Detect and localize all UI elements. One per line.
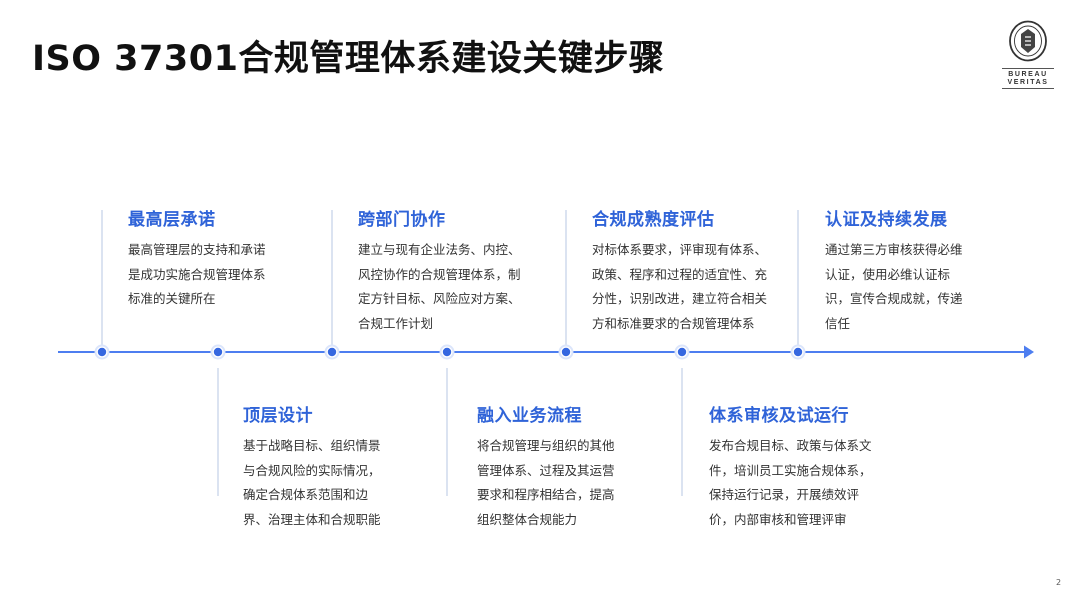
step-title: 顶层设计 xyxy=(243,406,313,426)
step-desc-line: 组织整体合规能力 xyxy=(477,511,578,527)
step-title: 体系审核及试运行 xyxy=(709,406,849,426)
step-desc-line: 识，宣传合规成就，传递 xyxy=(825,291,963,307)
step-description: 发布合规目标、政策与体系文 件，培训员工实施合规体系， 保持运行记录，开展绩效评… xyxy=(709,434,929,532)
step-desc-line: 标准的关键所在 xyxy=(128,291,216,307)
page-title: ISO 37301合规管理体系建设关键步骤 xyxy=(32,39,665,79)
step-desc-line: 管理体系、过程及其运营 xyxy=(477,462,615,478)
step-desc-line: 基于战略目标、组织情景 xyxy=(243,438,381,453)
step-title: 认证及持续发展 xyxy=(825,210,948,230)
step-title: 融入业务流程 xyxy=(477,406,582,426)
step-desc-line: 件，培训员工实施合规体系， xyxy=(709,462,872,478)
step-desc-line: 界、治理主体和合规职能 xyxy=(243,511,381,527)
step-desc-line: 风控协作的合规管理体系，制 xyxy=(358,266,521,282)
step-5: 合规成熟度评估 对标体系要求，评审现有体系、 政策、程序和过程的适宜性、充 分性… xyxy=(592,205,812,336)
step-7: 认证及持续发展 通过第三方审核获得必维 认证，使用必维认证标 识，宣传合规成就，… xyxy=(825,205,1045,336)
step-4: 融入业务流程 将合规管理与组织的其他 管理体系、过程及其运营 要求和程序相结合，… xyxy=(477,401,697,532)
step-desc-line: 要求和程序相结合，提高 xyxy=(477,487,615,503)
step-desc-line: 政策、程序和过程的适宜性、充 xyxy=(592,266,768,282)
logo-text-veritas: VERITAS xyxy=(1002,78,1054,89)
timeline-arrowhead xyxy=(1024,345,1034,359)
step-6: 体系审核及试运行 发布合规目标、政策与体系文 件，培训员工实施合规体系， 保持运… xyxy=(709,401,929,532)
step-1: 最高层承诺 最高管理层的支持和承诺 是成功实施合规管理体系 标准的关键所在 xyxy=(128,205,348,312)
step-desc-line: 建立与现有企业法务、内控、 xyxy=(358,242,521,257)
step-2: 顶层设计 基于战略目标、组织情景 与合规风险的实际情况， 确定合规体系范围和边 … xyxy=(243,401,463,532)
step-description: 将合规管理与组织的其他 管理体系、过程及其运营 要求和程序相结合，提高 组织整体… xyxy=(477,434,697,532)
timeline-node-dot xyxy=(561,347,571,357)
step-desc-line: 将合规管理与组织的其他 xyxy=(477,438,615,453)
step-desc-line: 信任 xyxy=(825,315,851,331)
step-desc-line: 方和标准要求的合规管理体系 xyxy=(592,315,755,331)
timeline-node-dot xyxy=(793,347,803,357)
step-desc-line: 价，内部审核和管理评审 xyxy=(709,511,847,527)
timeline-node-dot xyxy=(213,347,223,357)
step-desc-line: 对标体系要求，评审现有体系、 xyxy=(592,242,768,257)
step-description: 对标体系要求，评审现有体系、 政策、程序和过程的适宜性、充 分性，识别改进，建立… xyxy=(592,238,812,336)
step-desc-line: 确定合规体系范围和边 xyxy=(243,487,369,503)
timeline-node-dot xyxy=(677,347,687,357)
step-description: 基于战略目标、组织情景 与合规风险的实际情况， 确定合规体系范围和边 界、治理主… xyxy=(243,434,463,532)
page-number: 2 xyxy=(1056,578,1062,587)
step-desc-line: 是成功实施合规管理体系 xyxy=(128,266,266,282)
step-3: 跨部门协作 建立与现有企业法务、内控、 风控协作的合规管理体系，制 定方针目标、… xyxy=(358,205,578,336)
step-desc-line: 与合规风险的实际情况， xyxy=(243,462,381,478)
timeline-node-dot xyxy=(327,347,337,357)
timeline-node-dot xyxy=(442,347,452,357)
step-desc-line: 最高管理层的支持和承诺 xyxy=(128,242,266,257)
step-description: 通过第三方审核获得必维 认证，使用必维认证标 识，宣传合规成就，传递 信任 xyxy=(825,238,1045,336)
step-desc-line: 发布合规目标、政策与体系文 xyxy=(709,438,872,453)
step-desc-line: 定方针目标、风险应对方案、 xyxy=(358,291,521,307)
step-desc-line: 保持运行记录，开展绩效评 xyxy=(709,487,860,503)
step-description: 最高管理层的支持和承诺 是成功实施合规管理体系 标准的关键所在 xyxy=(128,238,348,312)
timeline-node-dot xyxy=(97,347,107,357)
step-desc-line: 合规工作计划 xyxy=(358,315,434,331)
step-title: 跨部门协作 xyxy=(358,210,446,230)
step-title: 合规成熟度评估 xyxy=(592,210,715,230)
step-desc-line: 通过第三方审核获得必维 xyxy=(825,242,963,257)
step-description: 建立与现有企业法务、内控、 风控协作的合规管理体系，制 定方针目标、风险应对方案… xyxy=(358,238,578,336)
logo-text-bureau: BUREAU xyxy=(1002,68,1054,79)
bureau-veritas-logo: BUREAU VERITAS xyxy=(1002,20,1058,89)
seal-icon xyxy=(1009,20,1047,62)
step-title: 最高层承诺 xyxy=(128,210,216,230)
step-desc-line: 分性，识别改进，建立符合相关 xyxy=(592,291,768,307)
step-desc-line: 认证，使用必维认证标 xyxy=(825,266,951,282)
